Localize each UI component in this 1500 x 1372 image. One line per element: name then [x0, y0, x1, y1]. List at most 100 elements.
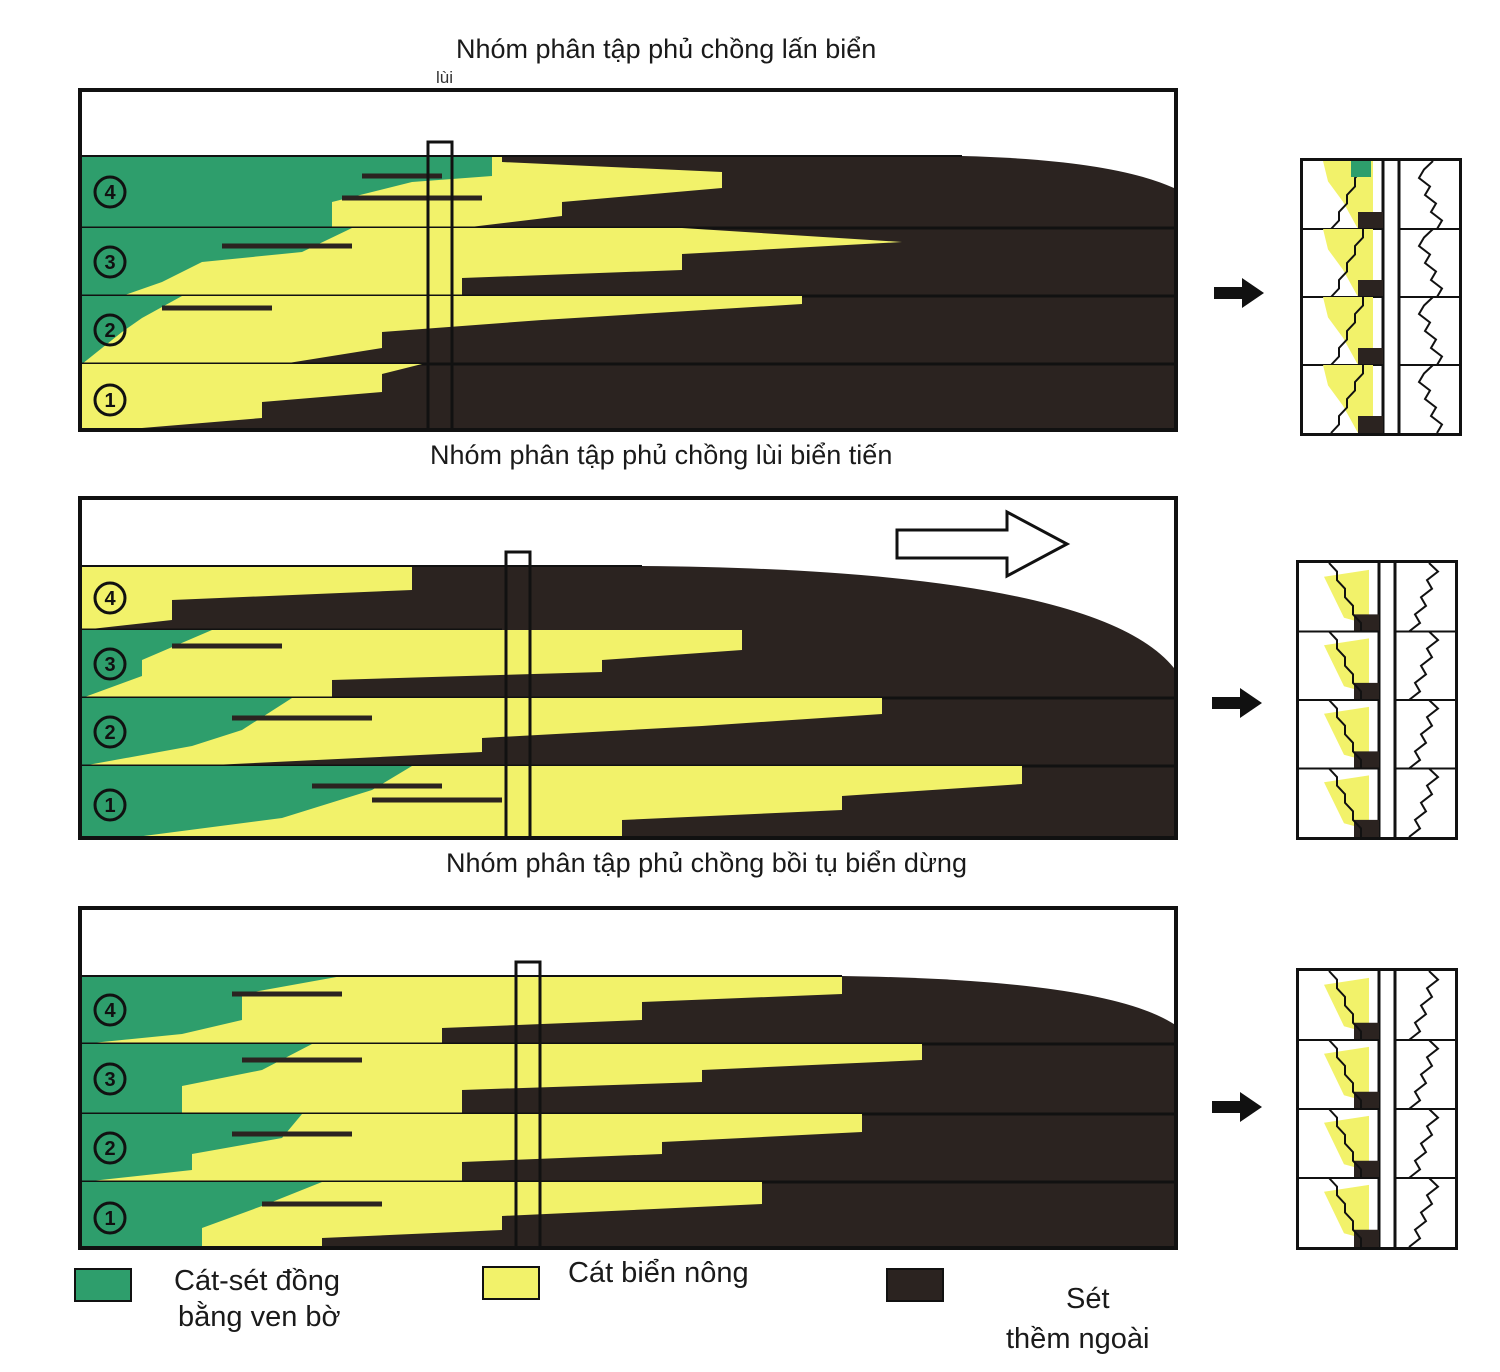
unit-number-circle: [93, 1062, 127, 1096]
unit-number-label: 3: [104, 1069, 115, 1091]
unit-number-circle: [93, 788, 127, 822]
unit-number-circle: [93, 313, 127, 347]
well-log-1: [1300, 158, 1462, 436]
log-curve: [1330, 365, 1364, 433]
log-curve: [1328, 699, 1362, 769]
legend-dark-swatch: [886, 1268, 944, 1302]
well-log-3: [1296, 968, 1458, 1250]
panel-1-subnote: lùi: [436, 68, 454, 87]
log-sand-fill: [1324, 1184, 1369, 1241]
log-curve: [1408, 971, 1440, 1041]
panel-3-title: Nhóm phân tập phủ chồng bồi tụ biển dừng: [446, 848, 967, 878]
well-column: [504, 550, 532, 836]
well-log-2: [1296, 560, 1458, 840]
log-shale-fill: [1354, 1091, 1379, 1109]
log-curve: [1330, 229, 1364, 298]
log-shale-fill: [1354, 1229, 1379, 1247]
unit-number-label: 1: [104, 1208, 115, 1230]
shallow-sand-unit-3: [82, 698, 882, 766]
legend-yellow-swatch: [482, 1266, 540, 1300]
log-shale-fill: [1354, 819, 1379, 837]
shallow-sand-unit-4: [82, 364, 422, 428]
log-curve: [1328, 971, 1362, 1040]
coastal-sand-shale-unit-3: [82, 296, 182, 364]
panel-2-cross-section: 4 3 2 1: [78, 496, 1178, 840]
log-curve: [1330, 297, 1364, 366]
unit-number-label: 2: [104, 320, 115, 342]
panel-1-cross-section: 4 3 2 1: [78, 88, 1178, 432]
unit-number-label: 2: [104, 1138, 115, 1160]
panel-3-strata: 4 3 2 1: [82, 960, 1174, 1246]
unit-number-label: 3: [104, 252, 115, 274]
coastal-sand-shale-unit-3: [82, 698, 292, 766]
log-shale-fill: [1358, 280, 1383, 297]
panel-2-strata: 4 3 2 1: [82, 509, 1174, 836]
log-curve: [1417, 161, 1444, 230]
unit-number-label: 1: [104, 795, 115, 817]
log-curve: [1328, 1177, 1362, 1247]
log-shale-fill: [1354, 1022, 1379, 1040]
log-sand-fill: [1324, 1046, 1369, 1103]
log-curve: [1408, 1108, 1440, 1179]
log-shale-fill: [1358, 348, 1383, 365]
log-curve: [1328, 767, 1362, 837]
arrow-3-icon: [1210, 1090, 1264, 1124]
coastal-sand-shale-unit-3: [82, 1114, 302, 1182]
log-coastal-fill: [1351, 161, 1371, 177]
log-curve: [1328, 563, 1362, 632]
legend-yellow-label: Cát biển nông: [568, 1257, 749, 1289]
log-curve: [1417, 296, 1444, 366]
unit-number-label: 2: [104, 722, 115, 744]
log-curve: [1408, 767, 1440, 837]
log-curve: [1408, 1177, 1440, 1247]
coastal-sand-shale-unit-1: [82, 976, 342, 1044]
log-sand-fill: [1324, 775, 1369, 831]
unit-number-label: 4: [104, 182, 116, 204]
panel-2-title: Nhóm phân tập phủ chồng lùi biển tiến: [430, 440, 893, 470]
unit-number-circle: [93, 175, 127, 209]
log-shale-fill: [1354, 614, 1379, 632]
legend-green-label-line2: bằng ven bờ: [178, 1301, 341, 1333]
log-sand-fill: [1324, 638, 1369, 694]
unit-number-label: 3: [104, 654, 115, 676]
legend-dark-label-line2: thềm ngoài: [1006, 1323, 1150, 1355]
log-shale-fill: [1358, 212, 1383, 229]
log-curve: [1328, 1039, 1362, 1109]
unit-number-circle: [93, 1201, 127, 1235]
hollow-right-arrow-icon: [895, 509, 1071, 579]
log-shale-fill: [1354, 1160, 1379, 1178]
log-shale-fill: [1358, 416, 1383, 433]
unit-number-circle: [93, 715, 127, 749]
log-shale-fill: [1354, 682, 1379, 700]
panel-1-title: Nhóm phân tập phủ chồng lấn biển: [456, 34, 877, 64]
log-sand-fill: [1324, 569, 1369, 625]
unit-number-label: 4: [104, 1000, 116, 1022]
log-curve: [1328, 1108, 1362, 1178]
unit-number-label: 4: [104, 588, 116, 610]
unit-number-circle: [93, 647, 127, 681]
log-curve: [1417, 228, 1444, 298]
well-column: [514, 960, 542, 1246]
shallow-sand-unit-3: [82, 296, 802, 364]
legend-green-swatch: [74, 1268, 132, 1302]
log-curve: [1408, 1039, 1440, 1110]
unit-number-circle: [93, 581, 127, 615]
unit-number-circle: [93, 245, 127, 279]
log-curve: [1417, 364, 1444, 433]
log-sand-fill: [1324, 1115, 1369, 1172]
unit-number-circle: [93, 1131, 127, 1165]
log-shale-fill: [1354, 751, 1379, 769]
log-curve: [1328, 630, 1362, 700]
log-sand-fill: [1324, 706, 1369, 762]
coastal-sand-shale-unit-4: [82, 1182, 322, 1246]
well-column: [426, 140, 454, 428]
coastal-sand-shale-unit-2: [82, 630, 212, 698]
log-curve: [1408, 563, 1440, 633]
panel-1-strata: 4 3 2 1: [82, 140, 1174, 428]
unit-number-circle: [93, 383, 127, 417]
shallow-sand-unit-1: [82, 566, 412, 630]
arrow-1-icon: [1212, 276, 1266, 310]
unit-number-circle: [93, 993, 127, 1027]
unit-number-label: 1: [104, 390, 115, 412]
log-sand-fill: [1324, 977, 1369, 1034]
